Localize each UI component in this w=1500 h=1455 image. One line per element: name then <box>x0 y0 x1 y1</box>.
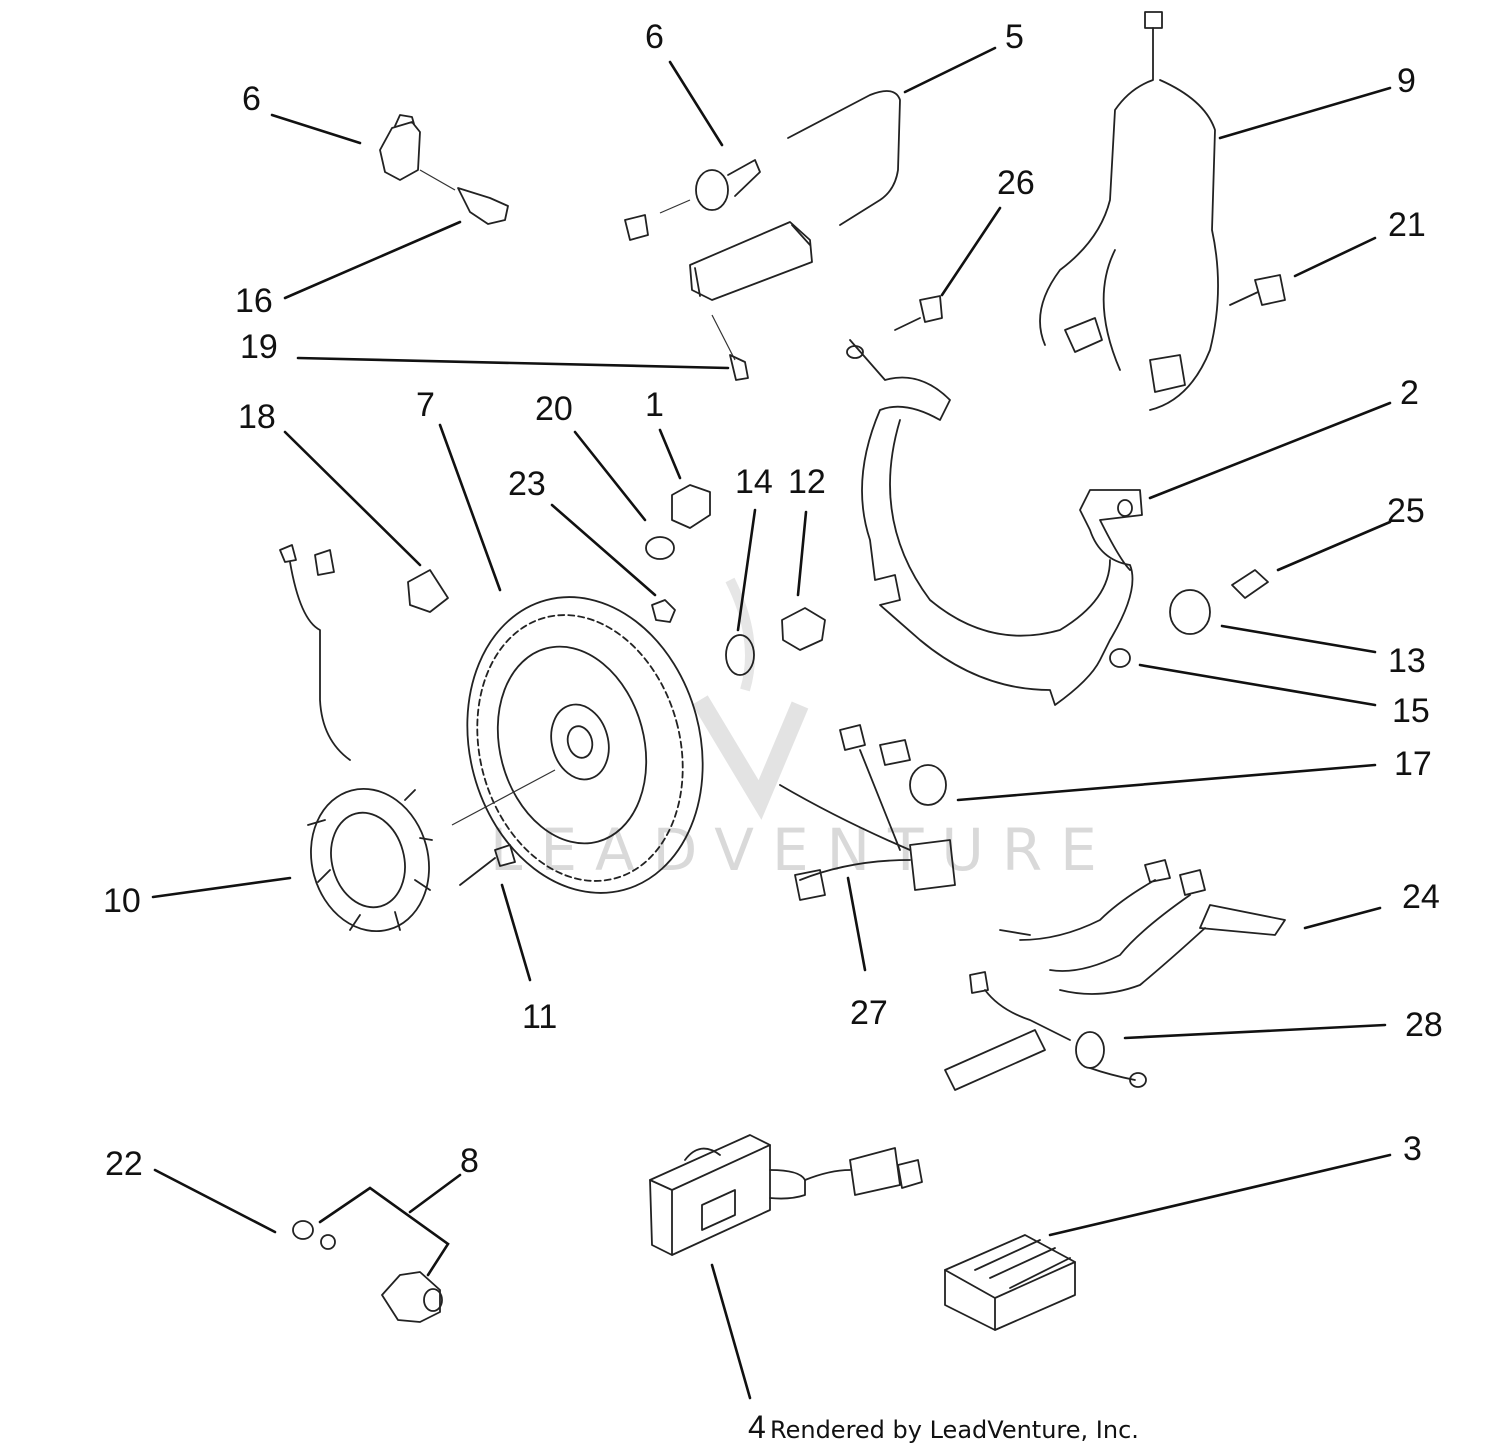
part-15-drawing <box>1109 648 1131 668</box>
callout-label: 6 <box>645 18 664 56</box>
callout-label: 14 <box>735 463 773 501</box>
callout-label: 18 <box>238 398 276 436</box>
callout-label: 23 <box>508 465 546 503</box>
part-9-drawing <box>1039 11 1219 411</box>
leader-lines <box>151 46 1392 1400</box>
part-25-drawing <box>1231 569 1269 599</box>
callout-label: 9 <box>1397 62 1416 100</box>
part-26-drawing <box>894 295 943 331</box>
part-24-28-drawing <box>944 859 1286 1091</box>
callout-label: 10 <box>103 882 141 920</box>
callout-label: 4 <box>748 1409 766 1445</box>
part-1-drawing <box>671 484 711 529</box>
part-7-flywheel-drawing <box>451 596 704 894</box>
part-6-left-cap-drawing <box>379 114 509 225</box>
callout-label: 28 <box>1405 1006 1443 1044</box>
part-14-drawing <box>725 634 755 676</box>
callout-labels: 6 5 9 6 26 21 16 19 18 7 20 1 23 14 12 2… <box>103 18 1443 1183</box>
callout-label: 13 <box>1388 642 1426 680</box>
part-21-drawing <box>1229 274 1286 306</box>
callout-label: 21 <box>1388 206 1426 244</box>
part-22-8-drawing <box>292 1220 443 1323</box>
ignition-coil-drawing <box>624 90 901 381</box>
part-3-regulator-drawing <box>944 1234 1076 1331</box>
part-17-27-drawing <box>779 724 956 901</box>
part-10-stator-drawing <box>279 544 433 933</box>
callout-label: 1 <box>645 386 664 424</box>
part-drawings <box>279 11 1286 1331</box>
callout-label: 22 <box>105 1145 143 1183</box>
credit-text: Rendered by LeadVenture, Inc. <box>770 1416 1139 1444</box>
callout-label: 11 <box>522 998 557 1036</box>
watermark: LEADVENTURE <box>490 577 1115 884</box>
part-20-drawing <box>645 536 675 560</box>
callout-label: 27 <box>850 994 888 1032</box>
watermark-text: LEADVENTURE <box>490 816 1115 884</box>
part-11-drawing <box>459 844 516 886</box>
callout-label: 5 <box>1005 18 1024 56</box>
part-23-drawing <box>651 599 676 623</box>
callout-label: 25 <box>1387 492 1425 530</box>
callout-label: 20 <box>535 390 573 428</box>
callout-label: 17 <box>1394 745 1432 783</box>
callout-label: 15 <box>1392 692 1430 730</box>
callout-label: 3 <box>1403 1130 1422 1168</box>
callout-label: 19 <box>240 328 278 366</box>
callout-label: 26 <box>997 164 1035 202</box>
callout-label: 12 <box>788 463 826 501</box>
callout-label: 2 <box>1400 374 1419 412</box>
callout-label: 8 <box>460 1142 479 1180</box>
part-4-cdi-drawing <box>649 1134 923 1256</box>
part-12-drawing <box>781 607 826 651</box>
part-18-drawing <box>407 569 449 613</box>
callout-label: 6 <box>242 80 261 118</box>
part-2-shroud-drawing <box>846 339 1143 706</box>
callout-label: 24 <box>1402 878 1440 916</box>
callout-label: 16 <box>235 282 273 320</box>
part-13-drawing <box>1169 589 1211 635</box>
callout-label: 7 <box>416 386 435 424</box>
